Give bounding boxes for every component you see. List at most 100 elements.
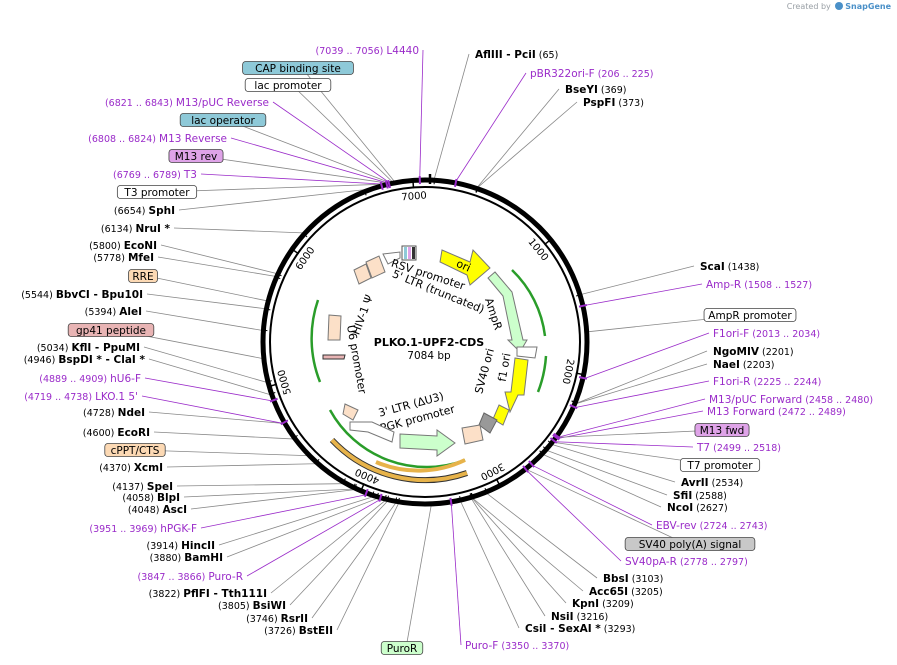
enzyme-site-mark <box>303 233 308 238</box>
leader-line <box>311 503 396 619</box>
enzyme-label: AflIII - PciI (65) <box>475 49 558 61</box>
primer-site-mark <box>269 397 278 403</box>
enzyme-site-mark <box>342 478 346 484</box>
leader-line <box>143 346 267 383</box>
leader-line <box>478 101 578 188</box>
cap-mark <box>404 247 407 259</box>
enzyme-label: SfiI (2588) <box>673 490 727 502</box>
enzyme-position: (5800) <box>89 241 124 252</box>
tick-label: 1000 <box>525 237 550 264</box>
enzyme-label: (6134) NruI * <box>101 223 171 235</box>
enzyme-name: NcoI <box>667 502 693 514</box>
hpgk-arrow <box>399 429 456 457</box>
enzyme-position: (3293) <box>601 624 636 635</box>
leader-line <box>477 88 560 187</box>
primer-position: (4719 .. 4738) <box>24 392 95 403</box>
leader-line <box>226 498 377 558</box>
enzyme-position: (5394) <box>85 307 120 318</box>
leader-line <box>178 189 365 211</box>
credit-prefix: Created by <box>786 2 831 11</box>
enzyme-name: PspFI <box>583 97 615 109</box>
enzyme-name: AscI <box>162 504 187 516</box>
leader-line <box>148 411 283 424</box>
enzyme-name: BbsI <box>603 573 629 585</box>
feature-box-label: lac operator <box>191 115 255 127</box>
enzyme-position: (373) <box>615 98 644 109</box>
enzyme-site-mark <box>459 496 462 502</box>
backbone-inner <box>269 186 581 498</box>
primer-site-mark <box>280 419 289 426</box>
feature-box <box>694 423 750 437</box>
feature-box <box>67 323 155 337</box>
feature-f1ori: f1 ori <box>496 352 548 414</box>
plasmid-name: PLKO.1-UPF2-CDS <box>374 336 485 349</box>
enzyme-label: (5800) EcoNI <box>89 240 157 252</box>
primer-site-mark <box>552 434 560 441</box>
leader-line <box>543 454 662 508</box>
enzyme-label: BseYI (369) <box>565 84 626 96</box>
enzyme-site-mark <box>384 495 387 501</box>
leader-line <box>173 227 303 234</box>
enzyme-position: (3805) <box>218 601 253 612</box>
enzyme-label: (3822) PflFI - Tth111I <box>149 588 267 600</box>
leader-line <box>270 500 385 594</box>
enzyme-label: BbsI (3103) <box>603 573 663 585</box>
leader-line <box>434 53 470 179</box>
site-marks <box>262 176 588 507</box>
primer-name: pBR322ori-F <box>530 68 595 80</box>
enzyme-position: (3205) <box>628 587 663 598</box>
ori-arrow <box>439 248 491 286</box>
enzyme-name: BspDI * <box>58 354 102 366</box>
enzyme-position: (369) <box>598 85 627 96</box>
enzyme-position: (3209) <box>599 599 634 610</box>
feature-box-label: M13 rev <box>175 151 218 163</box>
feature-box <box>380 641 424 655</box>
leader-line <box>575 380 710 408</box>
enzyme-label: (3880) BamHI <box>150 552 223 564</box>
feature-box <box>244 78 332 92</box>
enzyme-label: (3726) BstEII <box>264 625 333 637</box>
leader-line <box>532 465 653 526</box>
leader-line <box>199 155 386 184</box>
enzyme-name-2: - SexAI * <box>546 623 601 635</box>
leader-line <box>460 501 520 629</box>
enzyme-name: NdeI <box>118 407 145 419</box>
enzyme-site-mark <box>275 276 281 280</box>
enzyme-label: (3805) BsiWI <box>218 600 286 612</box>
sv40-promoter-box <box>478 412 498 434</box>
primer-label: Puro-F (3350 .. 3370) <box>465 640 569 652</box>
enzyme-name: BsiWI <box>253 600 286 612</box>
enzyme-label: (4370) XcmI <box>99 462 163 474</box>
primer-label: (6808 .. 6824) M13 Reverse <box>88 133 227 145</box>
enzyme-label: (5034) KflI - PpuMI <box>37 342 140 354</box>
feature-box-label: lac promoter <box>254 80 322 92</box>
primer-site-mark <box>528 460 535 468</box>
leader-line <box>471 498 546 617</box>
primer-label: (4719 .. 4738) LKO.1 5' <box>24 391 138 403</box>
enzyme-position: (5544) <box>21 290 56 301</box>
enzyme-label: (5544) BbvCI - Bpu10I <box>21 289 143 301</box>
enzyme-site-mark <box>475 187 479 193</box>
enzyme-position: (65) <box>536 50 559 61</box>
leader-line <box>576 363 708 404</box>
feature-box-label: RRE <box>132 271 153 283</box>
primer-position: (7039 .. 7056) <box>316 46 387 57</box>
enzyme-site-mark <box>352 483 356 489</box>
enzyme-position: (2201) <box>759 347 794 358</box>
enzyme-name-2: - ClaI * <box>102 354 146 366</box>
feature-ampr: AmpR <box>482 269 547 359</box>
leader-line <box>558 429 719 438</box>
leader-line <box>584 283 703 306</box>
primer-name: hU6-F <box>110 373 141 385</box>
enzyme-label: (5778) MfeI <box>93 252 154 264</box>
enzyme-name: AleI <box>119 306 142 318</box>
enzyme-position: (2627) <box>693 503 728 514</box>
leader-line <box>183 488 353 498</box>
feature-box-label: cPPT/CTS <box>111 445 160 457</box>
enzyme-name: NsiI <box>551 611 574 623</box>
enzyme-site-mark <box>475 187 478 193</box>
tick-6000 <box>293 249 300 255</box>
feature-box <box>624 537 756 551</box>
primer-position: (6821 .. 6843) <box>105 98 176 109</box>
leader-line <box>405 505 432 649</box>
